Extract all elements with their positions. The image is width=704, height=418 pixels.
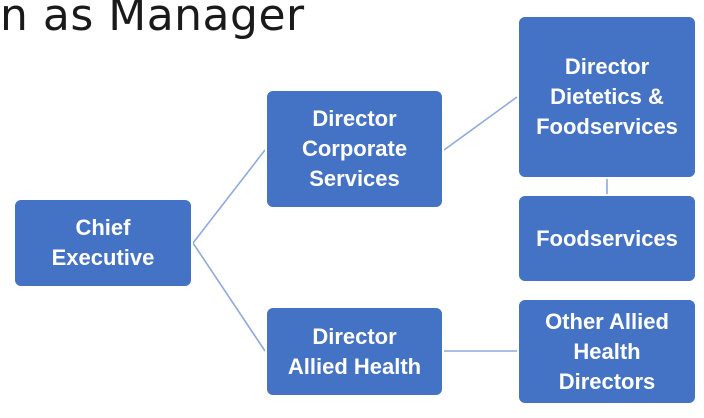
node-label: Director Corporate Services [301,106,408,191]
node-label: Foodservices [536,225,678,251]
connector-chief-to-allied [192,242,266,352]
connector-corporate-to-dietetics [443,96,518,151]
node-label: Chief Executive [51,215,155,270]
node-label: Director Allied Health [287,323,422,379]
node-chief-executive: Chief Executive [13,198,193,288]
node-label: Director Dietetics & Foodservices [536,54,678,139]
node-director-dietetics-foodservices: Director Dietetics & Foodservices [517,15,697,179]
connector-chief-to-corporate [192,149,266,244]
node-label: Other Allied Health Directors [545,308,669,394]
node-director-corporate-services: Director Corporate Services [265,89,444,209]
node-foodservices: Foodservices [517,194,697,283]
slide-title: n as Manager [0,0,305,41]
node-other-allied-health-directors: Other Allied Health Directors [517,298,697,405]
node-director-allied-health: Director Allied Health [265,306,444,397]
